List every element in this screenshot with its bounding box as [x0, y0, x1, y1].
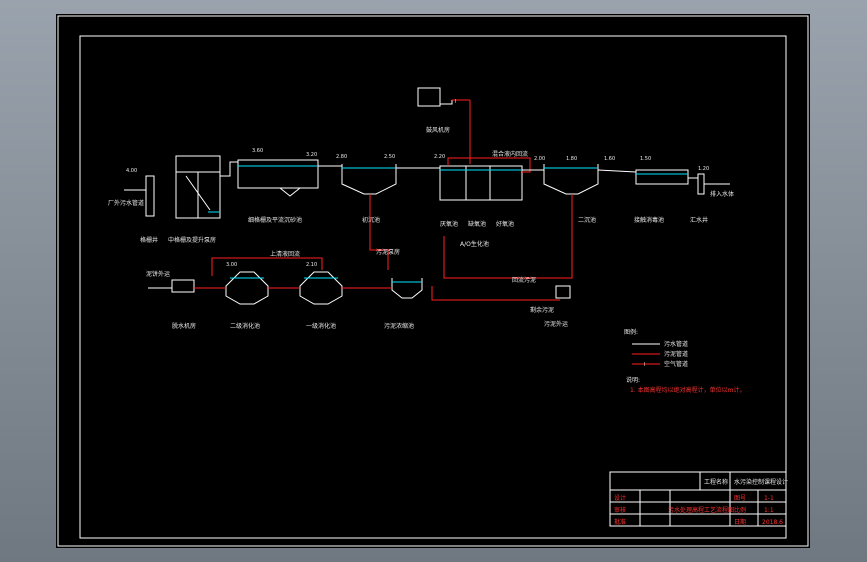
- legend-sewage: 污水管道: [664, 340, 688, 348]
- digester-1: 二级消化池: [225, 271, 269, 330]
- digester-2: 一级消化池: [299, 271, 343, 330]
- blower-house: 鼓风机房: [417, 87, 471, 134]
- sludge-out-label: 污泥外运: [544, 320, 568, 328]
- pump-label: 中格栅及提升泵房: [168, 236, 216, 244]
- notes-item: 1. 本图高程均以绝对高程计，单位以m计。: [630, 386, 745, 394]
- primary-label: 初沉池: [362, 216, 380, 224]
- screen-well: 格栅井: [140, 175, 158, 244]
- tb-value-scale: 1:1: [764, 507, 774, 514]
- svg-text:I: I: [455, 99, 456, 105]
- internal-recycle: [447, 157, 531, 173]
- svg-text:4.00: 4.00: [126, 168, 137, 174]
- tb-label-scale: 比例: [734, 506, 746, 514]
- svg-text:1.60: 1.60: [604, 156, 615, 162]
- return-sludge-line: [443, 194, 573, 279]
- tb-value-date: 2018.6: [762, 519, 783, 526]
- thickener-label: 污泥浓缩池: [384, 322, 414, 330]
- sludge-return-label: 回流污泥: [512, 276, 536, 284]
- screen-label: 格栅井: [140, 236, 158, 244]
- tb-label-date: 日期: [734, 518, 746, 526]
- svg-text:2.80: 2.80: [336, 154, 347, 160]
- cake-label: 泥饼外运: [146, 270, 170, 278]
- aerobic-label: 好氧池: [496, 220, 514, 228]
- dewatering-house: 脱水机房: [171, 279, 196, 330]
- ao-tank: 厌氧池 缺氧池 好氧池 A/O生化池: [439, 165, 523, 248]
- svg-text:1.50: 1.50: [640, 156, 651, 162]
- ao-label: 缺氧池: [468, 220, 486, 228]
- inlet-label: 厂外污水管道: [108, 199, 144, 207]
- tb-row-approve: 批准: [614, 518, 626, 526]
- secondary-label: 二沉池: [578, 216, 596, 224]
- svg-text:3.20: 3.20: [306, 152, 317, 158]
- legend: 图例: 污水管道 污泥管道 I 空气管道: [624, 328, 688, 368]
- river-label: 排入水体: [710, 190, 734, 198]
- sludge-pump-label: 污泥泵房: [376, 248, 400, 256]
- digester2-label: 二级消化池: [230, 322, 260, 330]
- svg-text:2.10: 2.10: [306, 262, 317, 268]
- tb-value-no: 1-1: [764, 495, 774, 502]
- grit-label: 细格栅及平流沉砂池: [248, 216, 302, 224]
- sludge-pump-house: 污泥外运: [544, 285, 571, 328]
- elevation-marks: 4.00 3.60 3.20 2.80 2.50 2.20 2.00 1.80 …: [126, 148, 709, 268]
- paper-background: [56, 14, 810, 548]
- notes-title: 说明:: [626, 376, 640, 384]
- digester1-label: 一级消化池: [306, 322, 336, 330]
- abr-label: 厌氧池: [440, 220, 458, 228]
- tb-label-no: 图号: [734, 495, 746, 502]
- excess-sludge-line: [431, 286, 560, 301]
- svg-text:3.00: 3.00: [226, 262, 237, 268]
- svg-text:1.80: 1.80: [566, 156, 577, 162]
- tb-project: 水污染控制课程设计: [734, 478, 788, 486]
- svg-text:2.50: 2.50: [384, 154, 395, 160]
- tb-row-design: 设计: [614, 494, 626, 502]
- notes: 说明: 1. 本图高程均以绝对高程计，单位以m计。: [626, 376, 745, 394]
- legend-air: 空气管道: [664, 360, 688, 368]
- legend-sludge: 污泥管道: [664, 350, 688, 358]
- recycle-label: 混合液内回流: [492, 150, 528, 158]
- dewater-label: 脱水机房: [172, 322, 196, 330]
- title-block: 工程名称 水污染控制课程设计 设计 审核 批准 污水处理高程工艺流程图 图号 比…: [609, 471, 788, 527]
- inner-border: [79, 35, 787, 539]
- supernatant-line: [211, 257, 323, 276]
- legend-title: 图例:: [624, 328, 638, 336]
- ao-group-label: A/O生化池: [460, 240, 489, 248]
- disinfection-tank: 接触消毒池: [634, 169, 689, 224]
- excess-label: 剩余污泥: [530, 306, 554, 314]
- grit-chamber: 细格栅及平流沉砂池: [237, 159, 319, 224]
- svg-text:2.00: 2.00: [534, 156, 545, 162]
- pump-house: 中格栅及提升泵房: [168, 155, 221, 244]
- outfall-label: 汇水井: [690, 216, 708, 224]
- pipe-secondary-disinfect: [597, 169, 637, 173]
- disinfect-label: 接触消毒池: [634, 216, 664, 224]
- outer-border: [57, 15, 809, 547]
- tb-row-review: 审核: [614, 506, 626, 514]
- pipe-pump-grit: [220, 161, 238, 177]
- tb-company: 工程名称: [704, 478, 728, 486]
- supernatant-label: 上清液回流: [270, 250, 300, 258]
- svg-text:1.20: 1.20: [698, 166, 709, 172]
- svg-text:2.20: 2.20: [434, 154, 445, 160]
- svg-text:I: I: [644, 362, 645, 368]
- primary-sludge-line: [369, 194, 389, 270]
- svg-text:3.60: 3.60: [252, 148, 263, 154]
- tb-drawing-title: 污水处理高程工艺流程图: [668, 506, 734, 514]
- blower-label: 鼓风机房: [426, 126, 450, 134]
